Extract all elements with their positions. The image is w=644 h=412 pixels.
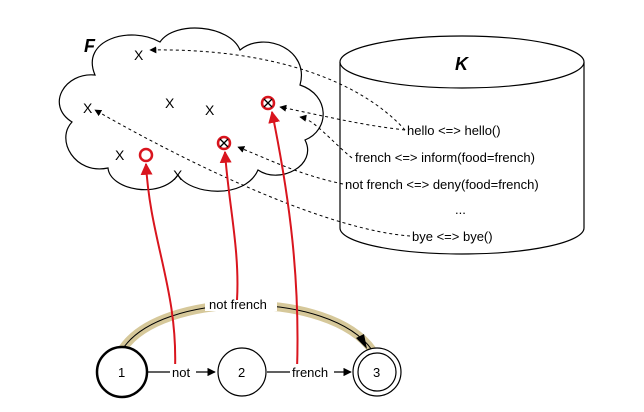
k-label: K <box>455 54 470 74</box>
state-3-label: 3 <box>373 365 380 380</box>
transition-label-not: not <box>172 365 190 380</box>
point-mark: X <box>205 102 215 118</box>
transition-label-french: french <box>292 365 328 380</box>
point-mark: X <box>83 100 93 116</box>
point-mark: X <box>173 167 183 183</box>
rule-bye: bye <=> bye() <box>412 229 493 244</box>
state-2-label: 2 <box>238 365 245 380</box>
rule-french: french <=> inform(food=french) <box>355 150 535 165</box>
state-1 <box>95 345 149 399</box>
grounding-arrow-not-french <box>140 162 177 371</box>
hello-point <box>260 95 276 111</box>
state-1-label: 1 <box>118 365 125 380</box>
mapping-arrow-french <box>299 114 353 159</box>
feature-space-cloud <box>58 27 324 192</box>
point-mark: X <box>134 47 144 63</box>
knowledge-cylinder <box>339 35 585 255</box>
mapping-arrow-hello-point <box>279 104 406 131</box>
french-point <box>216 135 232 151</box>
point-mark: X <box>115 147 125 163</box>
not-french-point <box>138 147 154 163</box>
rule-hello: hello <=> hello() <box>407 123 501 138</box>
point-mark: X <box>165 95 175 111</box>
mapping-arrow-not-french <box>237 146 344 185</box>
state-3 <box>352 347 402 397</box>
rule-ellipsis: ... <box>455 202 466 217</box>
rule-not-french: not french <=> deny(food=french) <box>345 177 539 192</box>
f-label: F <box>84 36 96 56</box>
mapping-arrow-hello <box>149 46 406 131</box>
grounding-arrow-french <box>219 150 239 301</box>
transition-label-not-french: not french <box>209 297 267 312</box>
state-2 <box>217 347 267 397</box>
grounding-arrow-hello <box>268 110 299 371</box>
